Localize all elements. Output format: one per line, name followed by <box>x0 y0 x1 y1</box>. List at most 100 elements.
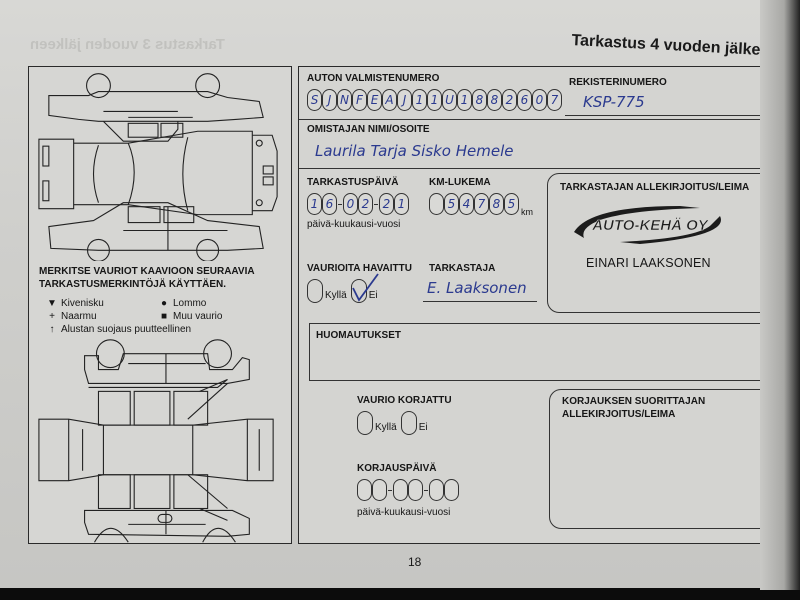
vin-label: AUTON VALMISTENUMERO <box>307 73 440 84</box>
vin-char-box[interactable]: 8 <box>487 89 502 111</box>
inspection-date-field[interactable]: 1 6 0 2 2 1 <box>307 193 409 215</box>
vin-char-box[interactable]: J <box>397 89 412 111</box>
damage-repaired-no-radio[interactable] <box>400 411 417 435</box>
legend-item-naarmu: + Naarmu <box>43 311 155 322</box>
plus-icon: + <box>49 311 55 322</box>
legend-item-lommo: ● Lommo <box>155 298 267 309</box>
odometer-digit-box[interactable]: 4 <box>459 193 474 215</box>
page-title: Tarkastus 4 vuoden jälkeen <box>571 32 780 60</box>
inspection-date-hint: päivä-kuukausi-vuosi <box>307 219 401 230</box>
legend-instruction: MERKITSE VAURIOT KAAVIOON SEURAAVIA TARK… <box>39 266 255 290</box>
repairer-stamp-label-1: KORJAUKSEN SUORITTAJAN <box>562 396 706 407</box>
damage-repaired-yes-radio[interactable] <box>357 411 373 435</box>
odometer-digit-box[interactable]: 5 <box>504 193 519 215</box>
vin-char-box[interactable]: 2 <box>502 89 517 111</box>
date-digit-box[interactable]: 1 <box>307 193 322 215</box>
inspector-signature[interactable]: E. Laaksonen <box>427 279 527 297</box>
vin-char-box[interactable]: S <box>307 89 322 111</box>
vin-char-box[interactable]: U <box>442 89 457 111</box>
vin-field[interactable]: S J N F E A J 1 1 U 1 8 8 2 6 0 7 <box>307 89 562 111</box>
legend-item-alustan-suojaus: ↑ Alustan suojaus puutteellinen <box>43 324 283 335</box>
repair-date-hint: päivä-kuukausi-vuosi <box>357 507 451 518</box>
date-digit-box[interactable] <box>429 479 444 501</box>
vin-char-box[interactable]: 7 <box>547 89 562 111</box>
date-digit-box[interactable] <box>444 479 459 501</box>
date-digit-box[interactable]: 1 <box>394 193 409 215</box>
inspector-label: TARKASTAJA <box>429 263 496 274</box>
date-digit-box[interactable] <box>408 479 423 501</box>
date-separator <box>424 489 428 491</box>
inspector-stamp-box[interactable]: TARKASTAJAN ALLEKIRJOITUS/LEIMA AUTO-KEH… <box>547 173 777 313</box>
divider <box>299 119 783 120</box>
vin-char-box[interactable]: A <box>382 89 397 111</box>
vin-char-box[interactable]: N <box>337 89 352 111</box>
damage-found-label: VAURIOITA HAVAITTU <box>307 263 412 274</box>
vin-char-box[interactable]: F <box>352 89 367 111</box>
remarks-field[interactable]: HUOMAUTUKSET <box>309 323 781 381</box>
page-number: 18 <box>408 555 422 569</box>
remarks-label: HUOMAUTUKSET <box>316 330 401 341</box>
odometer-field[interactable]: 5 4 7 8 5 <box>429 193 519 215</box>
vin-char-box[interactable]: 8 <box>472 89 487 111</box>
date-digit-box[interactable] <box>372 479 387 501</box>
checkmark-icon <box>351 273 379 302</box>
book-page-edge <box>760 0 800 590</box>
repairer-stamp-box[interactable]: KORJAUKSEN SUORITTAJAN ALLEKIRJOITUS/LEI… <box>549 389 781 529</box>
damage-legend: ▼ Kivenisku ● Lommo + Naarmu ■ Muu vauri… <box>43 297 283 336</box>
registration-underline <box>565 115 779 116</box>
inspection-date-label: TARKASTUSPÄIVÄ <box>307 177 399 188</box>
damage-found-yes-radio[interactable] <box>307 279 323 303</box>
inspector-name: EINARI LAAKSONEN <box>586 256 711 270</box>
repairer-stamp-label-2: ALLEKIRJOITUS/LEIMA <box>562 409 676 420</box>
registration-field[interactable]: KSP-775 <box>583 93 645 111</box>
owner-field[interactable]: Laurila Tarja Sisko Hemele <box>315 142 514 160</box>
odometer-label: KM-LUKEMA <box>429 177 491 188</box>
damage-diagram-panel: MERKITSE VAURIOT KAAVIOON SEURAAVIA TARK… <box>28 66 292 544</box>
date-digit-box[interactable]: 2 <box>379 193 394 215</box>
damage-repaired-options: Kyllä Ei <box>357 411 432 435</box>
bleed-through-title: Tarkastus 3 vuoden jälkeen <box>30 36 225 53</box>
date-digit-box[interactable]: 2 <box>358 193 373 215</box>
damage-repaired-label: VAURIO KORJATTU <box>357 395 452 406</box>
vin-char-box[interactable]: 1 <box>412 89 427 111</box>
odometer-digit-box[interactable]: 5 <box>444 193 459 215</box>
inspection-form: AUTON VALMISTENUMERO S J N F E A J 1 1 U… <box>298 66 784 544</box>
vin-char-box[interactable]: 1 <box>427 89 442 111</box>
filled-square-icon: ■ <box>160 311 168 322</box>
odometer-digit-box[interactable]: 8 <box>489 193 504 215</box>
damage-found-no-radio[interactable] <box>350 273 379 303</box>
date-digit-box[interactable] <box>357 479 372 501</box>
odometer-unit: km <box>521 207 533 217</box>
filled-circle-icon: ● <box>160 298 168 309</box>
date-separator <box>374 203 378 205</box>
owner-label: OMISTAJAN NIMI/OSOITE <box>307 124 430 135</box>
triangle-down-icon: ▼ <box>47 298 57 309</box>
repair-date-field[interactable] <box>357 479 459 501</box>
date-digit-box[interactable]: 6 <box>322 193 337 215</box>
registration-label: REKISTERINUMERO <box>569 77 667 88</box>
date-digit-box[interactable] <box>393 479 408 501</box>
sedan-damage-diagram[interactable] <box>29 71 291 261</box>
legend-item-muu-vaurio: ■ Muu vaurio <box>155 311 267 322</box>
repair-date-label: KORJAUSPÄIVÄ <box>357 463 437 474</box>
vin-char-box[interactable]: J <box>322 89 337 111</box>
date-separator <box>338 203 342 205</box>
legend-item-kivenisku: ▼ Kivenisku <box>43 298 155 309</box>
vin-char-box[interactable]: 1 <box>457 89 472 111</box>
odometer-digit-box[interactable]: 7 <box>474 193 489 215</box>
date-digit-box[interactable]: 0 <box>343 193 358 215</box>
signature-underline <box>423 301 537 302</box>
svg-text:AUTO-KEHÄ OY: AUTO-KEHÄ OY <box>591 217 710 234</box>
date-separator <box>388 489 392 491</box>
arrow-up-icon: ↑ <box>49 324 55 335</box>
vin-char-box[interactable]: 6 <box>517 89 532 111</box>
van-damage-diagram[interactable] <box>29 339 291 543</box>
booklet-page: Tarkastus 3 vuoden jälkeen Tarkastus 4 v… <box>0 0 790 588</box>
auto-keha-logo-icon: AUTO-KEHÄ OY <box>574 206 721 244</box>
inspector-stamp-label: TARKASTAJAN ALLEKIRJOITUS/LEIMA <box>560 182 750 193</box>
divider <box>299 168 783 169</box>
odometer-digit-box[interactable] <box>429 193 444 215</box>
damage-found-options: Kyllä Ei <box>307 273 382 303</box>
vin-char-box[interactable]: E <box>367 89 382 111</box>
vin-char-box[interactable]: 0 <box>532 89 547 111</box>
